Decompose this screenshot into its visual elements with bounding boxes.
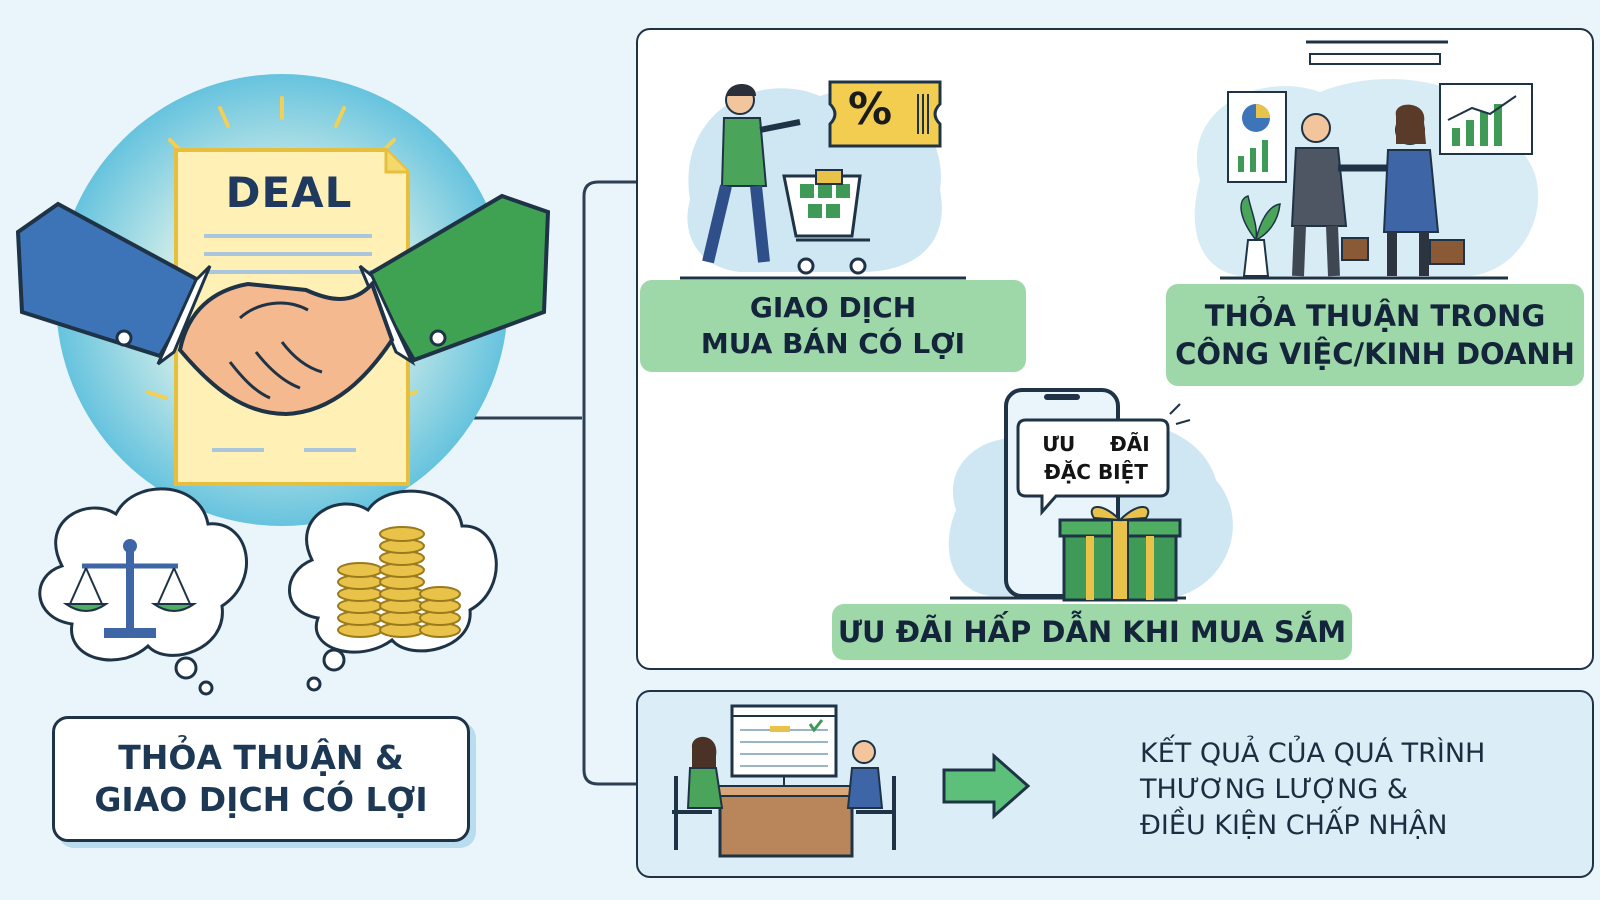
card1-line1: GIAO DỊCH [749,291,917,324]
coins-icon [288,489,498,692]
card1-line2: MUA BÁN CÓ LỢI [700,327,966,360]
handshake-icon [15,193,551,417]
meeting-table-icon [672,704,896,858]
bubble-line2: ĐẶC BIỆT [1044,460,1148,484]
card3-line: ƯU ĐÃI HẤP DẪN KHI MUA SẮM [837,615,1347,649]
bubble-line1: ƯU ĐÃI [1042,432,1150,456]
card-business-deal-caption: THỎA THUẬN TRONG CÔNG VIỆC/KINH DOANH [1166,284,1584,386]
card-shopping-offer-caption: ƯU ĐÃI HẤP DẪN KHI MUA SẮM [832,604,1352,660]
card-shopping-deal-caption: GIAO DỊCH MUA BÁN CÓ LỢI [640,280,1026,372]
arrow-right-icon [942,752,1031,820]
card2-line1: THỎA THUẬN TRONG [1204,299,1546,333]
result-description: KẾT QUẢ CỦA QUÁ TRÌNH THƯƠNG LƯỢNG & ĐIỀ… [1140,736,1580,844]
business-handshake-icon [1194,40,1539,280]
phone-gift-icon [948,388,1233,602]
card2-line2: CÔNG VIỆC/KINH DOANH [1175,337,1575,371]
main-title-box: THỎA THUẬN & GIAO DỊCH CÓ LỢI [52,716,470,842]
deal-label: DEAL [225,168,353,217]
result-line2: THƯƠNG LƯỢNG & [1140,774,1408,805]
coupon-percent: % [847,84,893,135]
balance-scale-icon [38,487,248,696]
main-title-line2: GIAO DỊCH CÓ LỢI [94,780,428,819]
result-line3: ĐIỀU KIỆN CHẤP NHẬN [1140,810,1448,841]
discount-coupon-icon [828,80,942,148]
result-line1: KẾT QUẢ CỦA QUÁ TRÌNH [1140,738,1486,769]
main-title-line1: THỎA THUẬN & [118,738,404,777]
phone-bubble-text: ƯU ĐÃI ĐẶC BIỆT [1032,430,1160,486]
